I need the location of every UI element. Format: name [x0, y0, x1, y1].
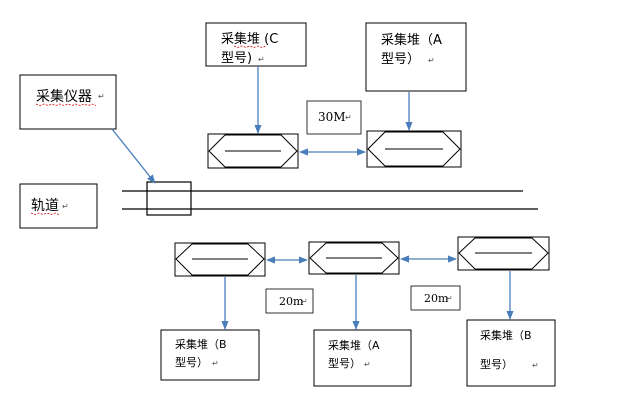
distance-label-top: 30M ↵ — [306, 100, 362, 135]
paragraph-mark: ↵ — [98, 92, 105, 101]
instrument-box: 采集仪器 ↵ — [19, 74, 117, 130]
instrument-marker-on-track — [146, 181, 192, 216]
track-rails — [122, 190, 538, 210]
distance-label-bottom-right: 20m ↵ — [410, 285, 461, 311]
pile-b-left-shape — [174, 242, 266, 277]
pile-b-right-shape — [457, 236, 550, 271]
paragraph-mark: ↵ — [428, 56, 435, 65]
pile-a-bottom-shape — [308, 241, 400, 275]
pile-c-label-line2: 型号) — [221, 51, 252, 66]
svg-text:20m: 20m — [279, 295, 304, 308]
pile-b-right-label-line1: 采集堆（B — [480, 328, 532, 342]
paragraph-mark: ↵ — [212, 359, 219, 368]
svg-text:30M: 30M — [318, 110, 346, 124]
instrument-label: 采集仪器 — [36, 88, 92, 105]
pile-b-left-label-line2: 型号） — [175, 355, 208, 369]
pile-a-bottom-label-line1: 采集堆（A — [328, 338, 380, 352]
paragraph-mark: ↵ — [532, 361, 539, 370]
track-box: 轨道 ↵ — [19, 183, 98, 229]
pile-b-left-label-line1: 采集堆（B — [175, 337, 227, 351]
distance-label-bottom-left: 20m ↵ — [265, 288, 314, 314]
instrument-arrow — [111, 128, 156, 184]
paragraph-mark: ↵ — [364, 360, 371, 369]
pile-b-right-box: 采集堆（B 型号） ↵ — [466, 319, 556, 387]
pile-c-box: 采集堆 (C 型号) ↵ — [205, 22, 307, 67]
svg-text:↵: ↵ — [301, 297, 308, 306]
pile-b-right-label-line2: 型号） — [480, 357, 513, 371]
pile-b-left-box: 采集堆（B 型号） ↵ — [160, 329, 260, 381]
paragraph-mark: ↵ — [258, 55, 265, 64]
svg-text:↵: ↵ — [446, 294, 453, 303]
pile-a-top-shape — [366, 130, 462, 168]
pile-a-top-label-line1: 采集堆（A — [381, 32, 442, 48]
svg-text:20m: 20m — [424, 292, 449, 305]
pile-a-top-label-line2: 型号） — [381, 52, 420, 67]
track-label: 轨道 — [31, 198, 59, 214]
pile-a-bottom-box: 采集堆（A 型号） ↵ — [313, 329, 412, 387]
svg-text:↵: ↵ — [345, 113, 352, 122]
pile-c-shape — [207, 133, 299, 169]
pile-c-label-line1: 采集堆 (C — [221, 31, 278, 47]
paragraph-mark: ↵ — [62, 202, 69, 211]
pile-a-bottom-label-line2: 型号） — [328, 356, 361, 370]
pile-a-top-box: 采集堆（A 型号） ↵ — [365, 22, 467, 92]
